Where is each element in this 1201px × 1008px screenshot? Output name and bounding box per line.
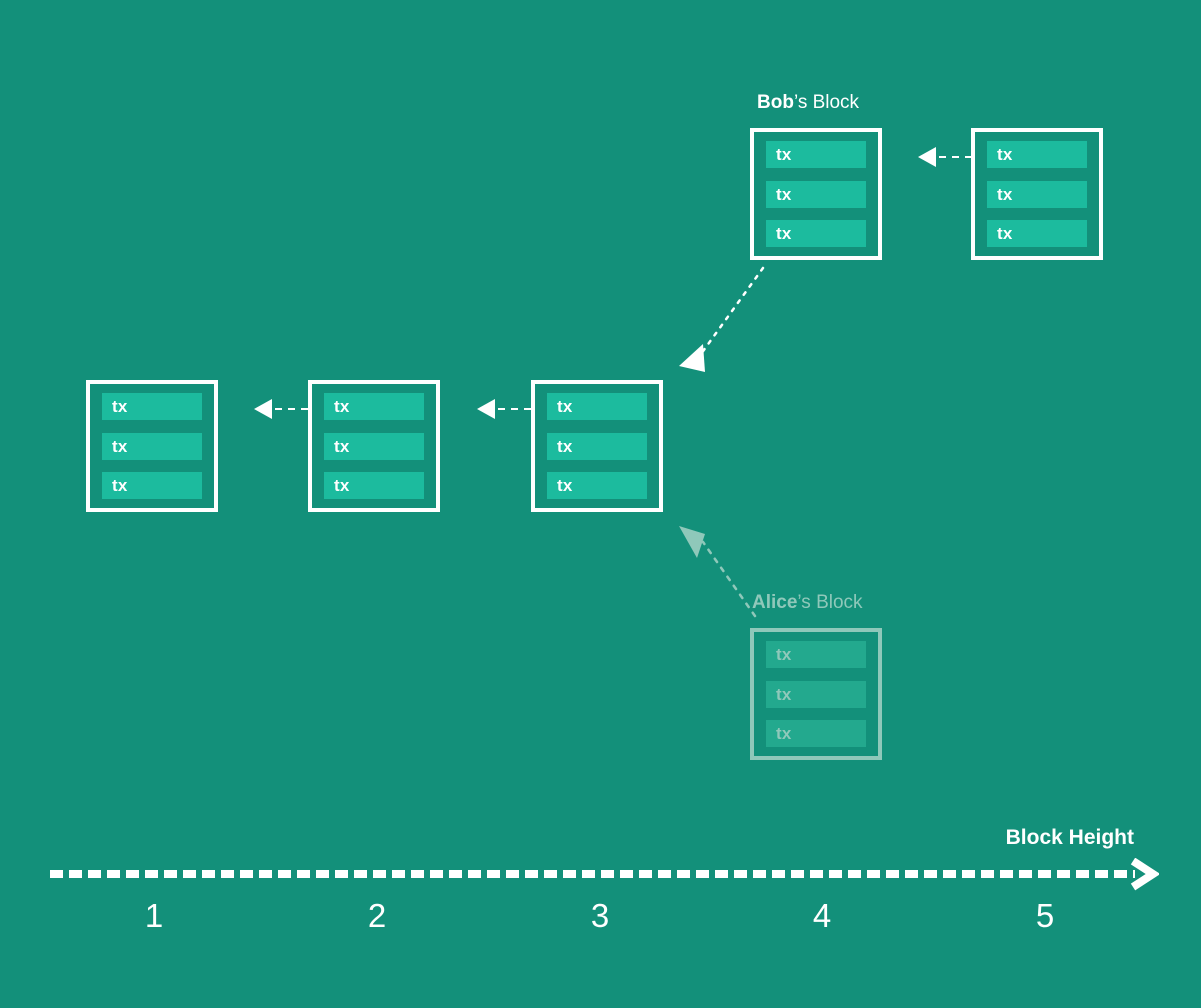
tx-row: tx <box>987 220 1087 247</box>
connector-bob-h5-to-bob-h4 <box>918 147 972 167</box>
bob-block-label: Bob’s Block <box>757 92 859 114</box>
tx-row: tx <box>547 432 647 460</box>
tx-row: tx <box>987 180 1087 208</box>
axis-arrowhead-icon <box>1130 858 1159 891</box>
tx-row: tx <box>766 220 866 247</box>
tx-row: tx <box>766 141 866 168</box>
tx-row: tx <box>766 720 866 747</box>
axis-tick-2: 2 <box>367 897 387 934</box>
alice-label-suffix: ’s Block <box>797 592 863 613</box>
axis-tick-5: 5 <box>1035 897 1055 934</box>
tx-row: tx <box>324 393 424 420</box>
axis-tick-1: 1 <box>144 897 164 934</box>
block-bob-height-5[interactable]: tx tx tx <box>971 128 1103 260</box>
block-height-2[interactable]: tx tx tx <box>308 380 440 512</box>
tx-row: tx <box>102 393 202 420</box>
connector-h3-to-h2 <box>477 399 531 419</box>
axis-line <box>50 870 1135 878</box>
bob-owner-name: Bob <box>757 92 794 113</box>
tx-row: tx <box>324 472 424 499</box>
block-height-1[interactable]: tx tx tx <box>86 380 218 512</box>
alice-owner-name: Alice <box>752 592 798 613</box>
axis-title: Block Height <box>1005 826 1134 849</box>
tx-row: tx <box>102 432 202 460</box>
block-bob-height-4[interactable]: tx tx tx <box>750 128 882 260</box>
tx-row: tx <box>547 393 647 420</box>
block-alice-height-4[interactable]: tx tx tx <box>750 628 882 760</box>
axis-tick-4: 4 <box>812 897 832 934</box>
tx-row: tx <box>547 472 647 499</box>
tx-row: tx <box>766 180 866 208</box>
connector-bob-h4-to-h3 <box>679 266 765 372</box>
tx-row: tx <box>766 641 866 668</box>
axis-tick-3: 3 <box>590 897 610 934</box>
tx-row: tx <box>766 680 866 708</box>
bob-label-suffix: ’s Block <box>793 92 860 113</box>
tx-row: tx <box>324 432 424 460</box>
connector-h2-to-h1 <box>254 399 308 419</box>
alice-block-label: Alice’s Block <box>752 592 863 614</box>
block-height-3[interactable]: tx tx tx <box>531 380 663 512</box>
tx-row: tx <box>102 472 202 499</box>
tx-row: tx <box>987 141 1087 168</box>
